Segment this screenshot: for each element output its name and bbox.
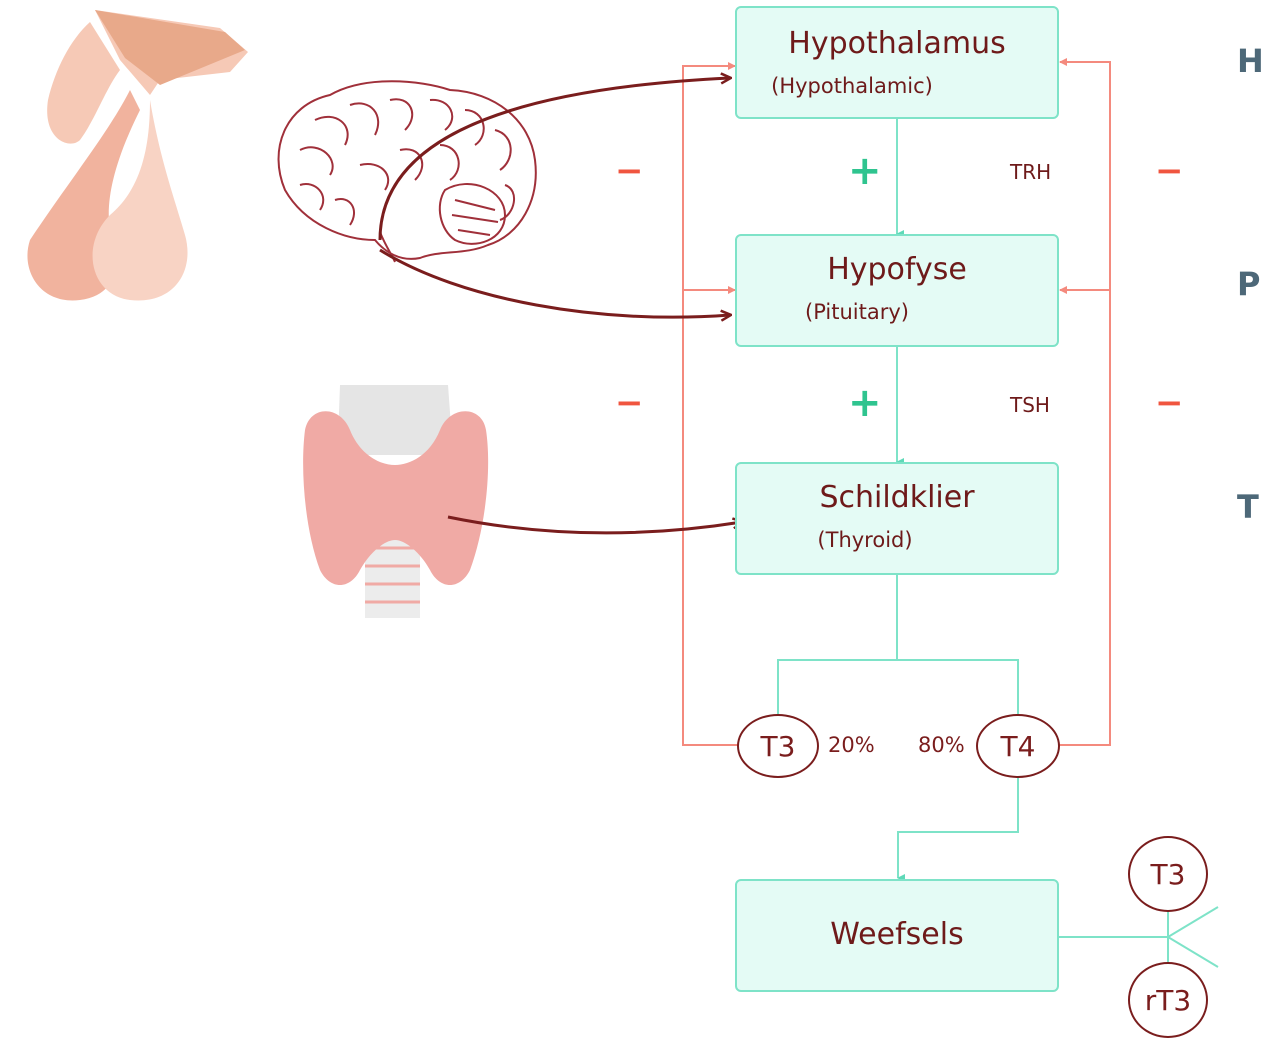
pituitary-icon xyxy=(27,10,248,300)
t3-output-label: T3 xyxy=(1151,858,1186,891)
schildklier-subtitle: (Thyroid) xyxy=(673,528,1057,552)
schildklier-title: Schildklier xyxy=(737,480,1057,515)
t3-percentage: 20% xyxy=(828,733,875,757)
stimulate-plus-top: + xyxy=(848,148,882,194)
stimulate-plus-bottom: + xyxy=(848,380,882,426)
hypofyse-box: Hypofyse (Pituitary) xyxy=(735,234,1059,347)
weefsels-title: Weefsels xyxy=(737,917,1057,952)
hypofyse-title: Hypofyse xyxy=(737,252,1057,287)
t3-circle: T3 xyxy=(737,714,819,778)
brain-icon xyxy=(279,81,536,262)
edge-letter-p: P xyxy=(1237,265,1260,303)
edge-letter-t: T xyxy=(1237,488,1259,526)
tsh-label: TSH xyxy=(1010,393,1050,417)
t4-label: T4 xyxy=(1001,730,1036,763)
hypothalamus-subtitle: (Hypothalamic) xyxy=(647,74,1057,98)
t3-output-circle: T3 xyxy=(1128,836,1208,912)
t3-label: T3 xyxy=(761,730,796,763)
thyroid-icon xyxy=(303,385,488,618)
feedback-minus-right-top: − xyxy=(1155,151,1184,191)
feedback-minus-right-bottom: − xyxy=(1155,383,1184,423)
rt3-output-label: rT3 xyxy=(1145,984,1191,1017)
edge-letter-h: H xyxy=(1237,42,1264,80)
hypothalamus-box: Hypothalamus (Hypothalamic) xyxy=(735,6,1059,119)
feedback-minus-left-bottom: − xyxy=(615,383,644,423)
weefsels-box: Weefsels xyxy=(735,879,1059,992)
trh-label: TRH xyxy=(1010,160,1051,184)
schildklier-box: Schildklier (Thyroid) xyxy=(735,462,1059,575)
hypothalamus-title: Hypothalamus xyxy=(737,26,1057,61)
feedback-minus-left-top: − xyxy=(615,151,644,191)
hypofyse-subtitle: (Pituitary) xyxy=(657,300,1057,324)
t4-circle: T4 xyxy=(976,714,1060,778)
t4-percentage: 80% xyxy=(918,733,965,757)
rt3-output-circle: rT3 xyxy=(1128,962,1208,1038)
